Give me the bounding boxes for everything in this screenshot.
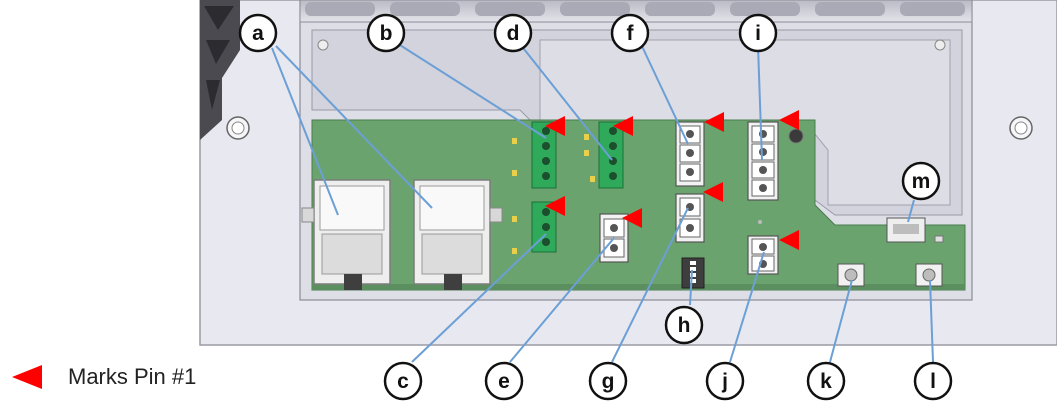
pin1-marker-f (704, 112, 724, 132)
callout-label-i: i (755, 22, 761, 45)
callout-f: f (610, 13, 650, 53)
callout-d: d (493, 13, 533, 53)
leader-d (519, 43, 613, 161)
misc-components (681, 217, 944, 289)
callout-m: m (901, 161, 941, 201)
callout-circle-f (610, 13, 650, 53)
callout-label-l: l (930, 370, 936, 393)
callout-label-f: f (627, 22, 635, 45)
leader-i (757, 45, 763, 161)
leader-h (689, 269, 693, 306)
white-connectors (599, 121, 804, 275)
pin1-marker-c (545, 196, 565, 216)
legend: Marks Pin #1 (10, 362, 196, 392)
callout-j: j (705, 361, 745, 401)
callout-circle-k (806, 361, 846, 401)
leader-f (639, 41, 689, 145)
callout-circle-c (383, 361, 423, 401)
leader-a2 (275, 45, 433, 209)
ethernet-jacks (301, 179, 503, 290)
leader-k (829, 279, 853, 363)
callout-c: c (383, 361, 423, 401)
leader-a1 (271, 47, 339, 216)
callout-circle-e (484, 361, 524, 401)
callout-label-b: b (380, 22, 393, 45)
callout-circle-a (238, 13, 278, 53)
callout-circle-h (664, 305, 704, 345)
callout-circle-g (588, 361, 628, 401)
pin1-marker-i (779, 110, 799, 130)
callout-circle-m (901, 161, 941, 201)
leader-g (611, 207, 689, 363)
callout-circle-b (366, 13, 406, 53)
pin1-marker-b (545, 116, 565, 136)
pin1-marker-d (613, 116, 633, 136)
leader-m (907, 199, 915, 223)
callout-label-h: h (678, 314, 691, 337)
leader-l (929, 279, 934, 363)
callout-g: g (588, 361, 628, 401)
pin1-marker-g (703, 182, 723, 202)
leader-c (411, 233, 547, 363)
pin1-marker-j (779, 230, 799, 250)
callout-label-j: j (721, 370, 728, 393)
callout-circle-j (705, 361, 745, 401)
leader-e (509, 237, 615, 363)
callout-a: a (238, 13, 278, 53)
pin1-legend-marker-icon (12, 365, 42, 389)
callout-circle-d (493, 13, 533, 53)
callout-circle-l (913, 361, 953, 401)
callout-e: e (484, 361, 524, 401)
callout-l: l (913, 361, 953, 401)
callout-k: k (806, 361, 846, 401)
callout-label-m: m (912, 170, 931, 193)
callout-circle-i (738, 13, 778, 53)
leader-j (729, 251, 765, 363)
callout-label-g: g (602, 370, 615, 393)
legend-text: Marks Pin #1 (68, 364, 197, 389)
callout-label-a: a (252, 22, 264, 45)
callout-label-d: d (507, 22, 520, 45)
callout-b: b (366, 13, 406, 53)
pin1-marker-e (622, 208, 642, 228)
callout-h: h (664, 305, 704, 345)
leader-b (391, 39, 547, 139)
callout-i: i (738, 13, 778, 53)
callout-label-c: c (397, 370, 409, 393)
callout-label-k: k (820, 370, 832, 393)
callout-label-e: e (498, 370, 510, 393)
